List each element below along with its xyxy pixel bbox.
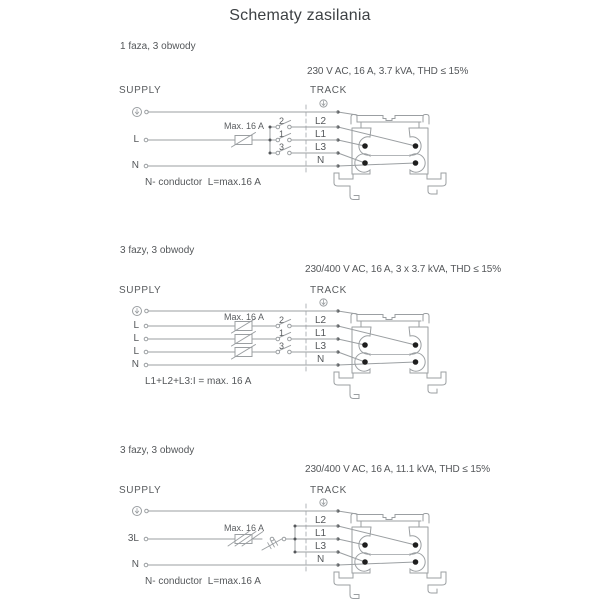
triple-switch-icon [261,536,287,551]
ground-icon [132,306,149,316]
switch-number: 1 [278,328,284,338]
switch-number: 1 [278,129,284,139]
switch-number: 3 [278,341,284,351]
track-label-N: N [317,354,325,365]
fuse-rating-label: Max. 16 A [223,523,265,533]
section-3-label: 3 fazy, 3 obwody [120,445,195,456]
ground-icon [132,506,149,516]
track-label-L3: L3 [315,541,327,552]
track-label-N: N [317,155,325,166]
supply-label-3L: 3L [127,533,139,544]
track-label-L2: L2 [315,116,327,127]
section-2-track-header: TRACK [310,285,347,296]
supply-label-L: L [133,134,139,145]
diagram-2-lines [132,298,447,399]
supply-label-N: N [131,359,139,370]
ground-icon [132,107,149,117]
supply-label-L: L [133,320,139,331]
section-2-note: L1+L2+L3:I = max. 16 A [145,376,252,387]
switch-number: 3 [278,142,284,152]
fuse-rating-label: Max. 16 A [223,312,265,322]
track-label-L1: L1 [315,528,327,539]
section-1-spec: 230 V AC, 16 A, 3.7 kVA, THD ≤ 15% [307,66,469,77]
track-label-L3: L3 [315,142,327,153]
diagram-1-lines [132,99,447,200]
supply-label-L: L [133,346,139,357]
switch-number: 2 [278,116,284,126]
diagram-3-lines [132,498,447,599]
section-1-track-header: TRACK [310,85,347,96]
track-label-L2: L2 [315,315,327,326]
track-label-L1: L1 [315,129,327,140]
supply-label-N: N [131,559,139,570]
section-3-note: N- conductor L=max.16 A [145,576,261,587]
section-3-track-header: TRACK [310,485,347,496]
track-label-L1: L1 [315,328,327,339]
section-2-supply-header: SUPPLY [119,285,162,296]
switch-number: 2 [278,315,284,325]
section-1-supply-header: SUPPLY [119,85,162,96]
supply-label-N: N [131,160,139,171]
track-label-L3: L3 [315,341,327,352]
section-1-note: N- conductor L=max.16 A [145,177,261,188]
page-title: Schematy zasilania [229,7,371,24]
section-1-label: 1 faza, 3 obwody [120,41,196,52]
section-2-label: 3 fazy, 3 obwody [120,245,195,256]
supply-label-L: L [133,333,139,344]
track-label-N: N [317,554,325,565]
section-2-spec: 230/400 V AC, 16 A, 3 x 3.7 kVA, THD ≤ 1… [305,264,502,275]
track-label-L2: L2 [315,515,327,526]
fuse-rating-label: Max. 16 A [223,121,265,131]
section-3-spec: 230/400 V AC, 16 A, 11.1 kVA, THD ≤ 15% [305,464,491,475]
section-3-supply-header: SUPPLY [119,485,162,496]
